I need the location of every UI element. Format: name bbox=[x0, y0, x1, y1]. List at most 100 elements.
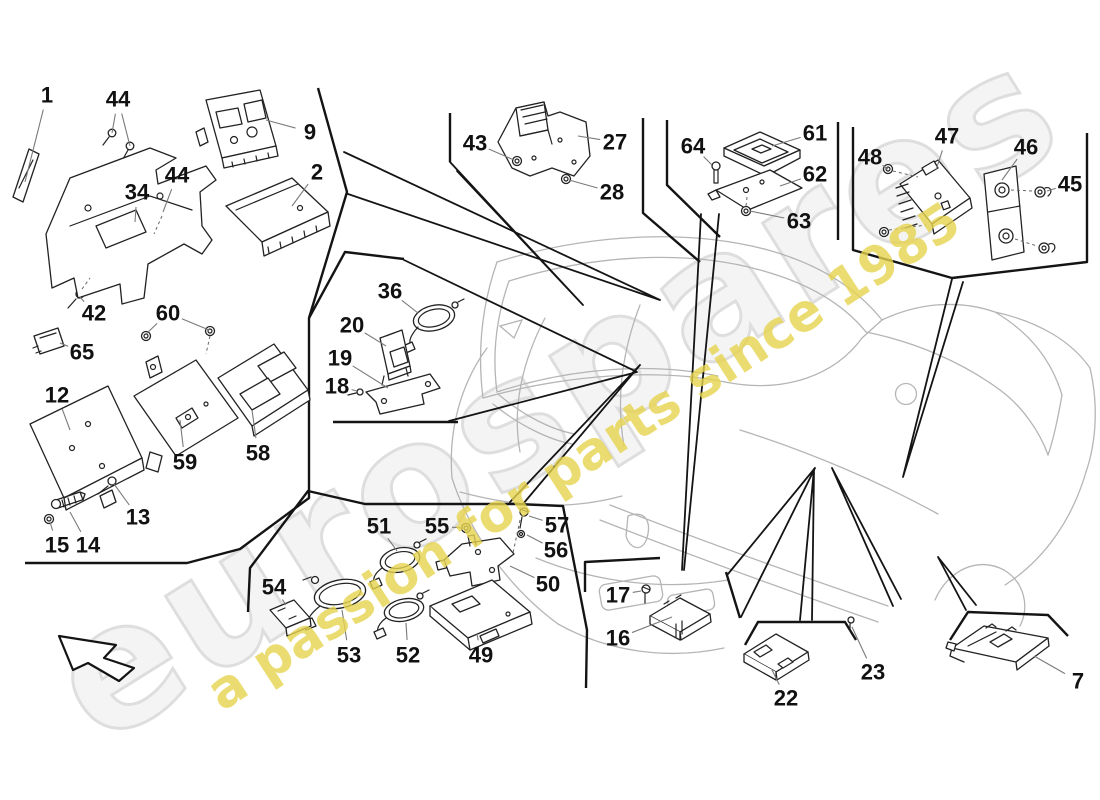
part-36-antenna-loop[interactable] bbox=[402, 298, 465, 354]
part-callout-16[interactable]: 16 bbox=[606, 626, 630, 651]
leader-line-17 bbox=[632, 590, 642, 593]
part-50-bracket[interactable] bbox=[435, 534, 515, 587]
part-callout-44[interactable]: 44 bbox=[106, 87, 131, 112]
part-13-screw[interactable] bbox=[97, 476, 117, 495]
part-43-nut[interactable] bbox=[511, 155, 523, 167]
part-54-connector[interactable] bbox=[269, 599, 312, 637]
part-callout-59[interactable]: 59 bbox=[173, 450, 197, 475]
part-callout-61[interactable]: 61 bbox=[803, 121, 827, 146]
part-47-control-unit[interactable] bbox=[895, 159, 973, 235]
part-callout-51[interactable]: 51 bbox=[367, 514, 391, 539]
part-7-module[interactable] bbox=[945, 623, 1050, 671]
part-callout-49[interactable]: 49 bbox=[469, 643, 493, 668]
part-callout-34[interactable]: 34 bbox=[125, 180, 150, 205]
part-callout-58[interactable]: 58 bbox=[246, 441, 270, 466]
part-callout-14[interactable]: 14 bbox=[76, 533, 101, 558]
leader-line-9 bbox=[265, 119, 296, 129]
part-61-control-unit[interactable] bbox=[723, 131, 801, 177]
part-callout-46[interactable]: 46 bbox=[1014, 135, 1038, 160]
part-callout-12[interactable]: 12 bbox=[45, 383, 69, 408]
part-1-trim-strip[interactable] bbox=[12, 148, 40, 203]
leader-line-63 bbox=[749, 210, 785, 219]
part-64-screw[interactable] bbox=[711, 161, 721, 184]
part-57-screw[interactable] bbox=[519, 507, 529, 529]
part-callout-22[interactable]: 22 bbox=[774, 686, 798, 711]
leader-line-15 bbox=[49, 521, 54, 531]
part-62-mounting-plate[interactable] bbox=[707, 169, 803, 211]
part-17-screw[interactable] bbox=[641, 584, 651, 604]
part-callout-19[interactable]: 19 bbox=[328, 346, 352, 371]
part-34-bracket[interactable] bbox=[45, 147, 217, 305]
leader-line-28 bbox=[568, 179, 598, 189]
part-22-module[interactable] bbox=[743, 633, 810, 681]
part-65-clip[interactable] bbox=[32, 327, 65, 355]
part-callout-62[interactable]: 62 bbox=[803, 162, 827, 187]
part-callout-13[interactable]: 13 bbox=[126, 505, 150, 530]
part-callout-36[interactable]: 36 bbox=[378, 279, 402, 304]
part-callout-56[interactable]: 56 bbox=[544, 538, 568, 563]
part-callout-43[interactable]: 43 bbox=[463, 131, 487, 156]
car-illustration bbox=[450, 236, 1096, 655]
part-callout-7[interactable]: 7 bbox=[1072, 669, 1084, 694]
leader-line-49 bbox=[476, 633, 479, 641]
part-58-control-unit[interactable] bbox=[217, 343, 311, 437]
leader-line-22 bbox=[771, 669, 780, 685]
leader-line-47 bbox=[935, 150, 943, 171]
leader-line-52 bbox=[405, 622, 408, 641]
part-16-sensor-module[interactable] bbox=[649, 594, 712, 641]
part-callout-57[interactable]: 57 bbox=[545, 513, 569, 538]
part-callout-50[interactable]: 50 bbox=[536, 572, 560, 597]
part-callout-44[interactable]: 44 bbox=[165, 163, 190, 188]
part-27-bracket[interactable] bbox=[497, 101, 591, 177]
part-18-screw[interactable] bbox=[347, 388, 364, 396]
part-callout-48[interactable]: 48 bbox=[858, 145, 882, 170]
part-46-bracket[interactable] bbox=[983, 165, 1025, 261]
part-28-nut[interactable] bbox=[560, 173, 572, 185]
leader-line-60 bbox=[145, 322, 158, 335]
leader-line-1 bbox=[24, 109, 44, 183]
part-51-antenna-loop[interactable] bbox=[369, 538, 427, 590]
part-callout-20[interactable]: 20 bbox=[340, 313, 364, 338]
part-callout-18[interactable]: 18 bbox=[325, 374, 349, 399]
part-callout-23[interactable]: 23 bbox=[861, 660, 885, 685]
direction-arrow-icon[interactable] bbox=[57, 634, 136, 683]
leader-line-44 bbox=[162, 188, 173, 213]
part-callout-65[interactable]: 65 bbox=[70, 340, 94, 365]
leader-line-51 bbox=[387, 537, 398, 552]
part-15-nut[interactable] bbox=[43, 513, 55, 525]
part-callout-17[interactable]: 17 bbox=[606, 583, 630, 608]
part-49-control-unit[interactable] bbox=[429, 579, 533, 651]
part-callout-47[interactable]: 47 bbox=[935, 124, 959, 149]
part-9-control-unit[interactable] bbox=[195, 89, 279, 169]
part-52-antenna-loop[interactable] bbox=[373, 589, 430, 640]
part-callout-2[interactable]: 2 bbox=[311, 160, 323, 185]
part-callout-9[interactable]: 9 bbox=[304, 120, 316, 145]
part-19-bracket[interactable] bbox=[365, 373, 441, 415]
part-callout-54[interactable]: 54 bbox=[262, 575, 287, 600]
part-callout-45[interactable]: 45 bbox=[1058, 172, 1082, 197]
part-callout-15[interactable]: 15 bbox=[45, 533, 69, 558]
part-23-screw[interactable] bbox=[847, 616, 855, 632]
part-14-bolt[interactable] bbox=[50, 491, 86, 510]
part-20-module[interactable] bbox=[379, 329, 412, 386]
part-callout-1[interactable]: 1 bbox=[41, 83, 53, 108]
part-callout-53[interactable]: 53 bbox=[337, 643, 361, 668]
part-callout-60[interactable]: 60 bbox=[156, 301, 180, 326]
part-56-washer[interactable] bbox=[516, 529, 526, 539]
part-callout-52[interactable]: 52 bbox=[396, 643, 420, 668]
leader-line-19 bbox=[352, 365, 389, 389]
part-callout-55[interactable]: 55 bbox=[425, 514, 449, 539]
part-2-control-unit[interactable] bbox=[225, 177, 331, 257]
part-55-nut[interactable] bbox=[460, 522, 472, 534]
callout-leader-lines bbox=[24, 109, 1066, 685]
leader-line-54 bbox=[281, 599, 287, 606]
part-59-mounting-plate[interactable] bbox=[133, 355, 239, 473]
part-callout-42[interactable]: 42 bbox=[82, 301, 106, 326]
part-callout-64[interactable]: 64 bbox=[681, 134, 706, 159]
part-callout-28[interactable]: 28 bbox=[600, 180, 624, 205]
leader-line-12 bbox=[61, 408, 71, 431]
part-callout-63[interactable]: 63 bbox=[787, 209, 811, 234]
part-60-nuts[interactable] bbox=[140, 325, 216, 342]
part-callout-27[interactable]: 27 bbox=[603, 130, 627, 155]
part-63-nut[interactable] bbox=[740, 205, 752, 217]
